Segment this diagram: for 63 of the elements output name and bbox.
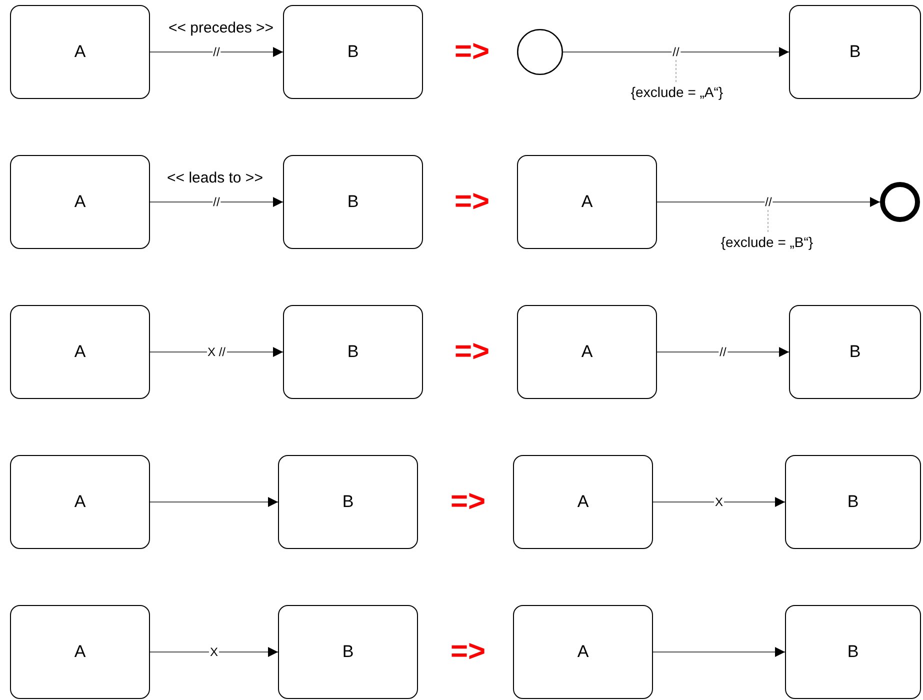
process-box [517, 305, 657, 399]
process-box [278, 455, 418, 549]
arrow-symbol: => [450, 485, 486, 519]
arrow-symbol: => [454, 35, 490, 69]
node-label: B [342, 642, 354, 662]
node-label: B [347, 42, 359, 62]
edge-label: // [718, 346, 728, 358]
process-box [283, 5, 423, 99]
process-box [10, 455, 150, 549]
arrow [150, 647, 278, 657]
process-box [785, 455, 921, 549]
node-label: A [577, 642, 589, 662]
node-label: A [74, 642, 86, 662]
edge-label: // [764, 196, 773, 208]
arrow [652, 647, 786, 657]
node-label: A [581, 192, 593, 212]
node-label: A [74, 342, 86, 362]
process-box [785, 605, 921, 699]
label-text: << precedes >> [168, 20, 274, 36]
arrow [652, 497, 786, 507]
node-label: A [74, 42, 86, 62]
node-label: A [74, 492, 86, 512]
arrow [562, 47, 790, 57]
node-label: B [847, 492, 859, 512]
note-text: {exclude = „A“} [630, 84, 724, 100]
process-box [513, 605, 653, 699]
process-box [517, 155, 657, 249]
edge-label: X [209, 646, 219, 658]
node-label: A [74, 192, 86, 212]
node-label: A [577, 492, 589, 512]
edge-label: // [212, 196, 221, 208]
process-box [10, 305, 150, 399]
arrow-symbol: => [450, 635, 486, 669]
process-box [10, 5, 150, 99]
process-box [10, 155, 150, 249]
process-box [283, 155, 423, 249]
process-box [789, 305, 921, 399]
process-box [513, 455, 653, 549]
edge-label: X [714, 496, 724, 508]
node-label: B [347, 342, 359, 362]
edge-label: // [672, 46, 680, 58]
arrow [656, 347, 790, 357]
note-text: {exclude = „B“} [720, 234, 814, 250]
process-box [283, 305, 423, 399]
edge-label: // [212, 46, 221, 58]
process-box [789, 5, 921, 99]
arrow [656, 197, 880, 207]
process-box [10, 605, 150, 699]
arrow [150, 197, 284, 207]
node-label: B [342, 492, 354, 512]
arrow [150, 497, 278, 507]
arrow [150, 347, 284, 357]
node-label: B [347, 192, 359, 212]
node-label: A [581, 342, 593, 362]
node-label: B [849, 342, 861, 362]
arrow [150, 47, 284, 57]
label-text: << leads to >> [167, 170, 263, 186]
edge-label: X // [206, 346, 226, 358]
process-box [278, 605, 418, 699]
node-label: B [849, 42, 861, 62]
arrow-symbol: => [454, 335, 490, 369]
node-label: B [847, 642, 859, 662]
arrow-symbol: => [454, 185, 490, 219]
